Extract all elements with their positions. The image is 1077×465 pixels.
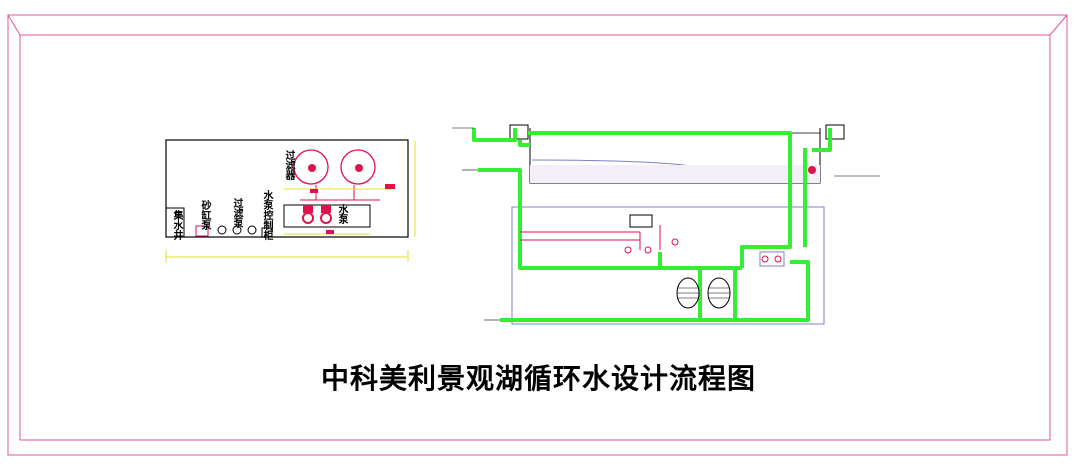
diagram-title: 中科美利景观湖循环水设计流程图 <box>320 362 756 395</box>
corner-tick-tr <box>1049 14 1068 36</box>
pump-1-body <box>303 205 313 213</box>
sand-filter-1 <box>676 277 700 309</box>
panel-box <box>261 227 273 238</box>
pump-room-section <box>511 206 825 325</box>
pump-1 <box>302 212 314 224</box>
valve-1 <box>624 246 632 254</box>
dim-tag-2 <box>310 189 318 193</box>
section-view <box>452 124 880 325</box>
pump-right-unit <box>759 251 785 267</box>
pump-right-a <box>761 255 769 263</box>
label-pump-c: 水泵 <box>336 204 347 224</box>
filter-tank-2-core <box>355 164 363 172</box>
pipe-loop-top <box>518 140 530 147</box>
valve-3 <box>671 238 679 246</box>
valve-red <box>808 166 816 174</box>
dim-tag-3 <box>326 230 334 234</box>
lake-gravel <box>530 165 820 183</box>
filter-tank-1 <box>293 149 329 185</box>
corner-tick-tl <box>7 14 21 36</box>
pump-right-b <box>774 255 782 263</box>
small-pump-b <box>232 225 242 235</box>
pipe-bottom <box>500 260 810 322</box>
label-control: 水泵控制柜 <box>261 190 272 240</box>
pipe-lake-top <box>528 131 792 268</box>
pump-room-plan <box>165 139 416 262</box>
valve-2 <box>644 246 652 254</box>
small-pump-c <box>247 225 257 235</box>
filter-tank-2 <box>340 149 376 185</box>
sand-filter-2 <box>707 277 731 309</box>
filter-tank-1-core <box>308 164 316 172</box>
label-pump-a: 砂缸泵 <box>199 200 210 230</box>
label-sump: 集水井 <box>171 210 182 240</box>
label-pump-b: 过滤泵 <box>231 198 242 228</box>
small-pump-a <box>217 225 227 235</box>
pump-2 <box>320 212 332 224</box>
control-unit <box>629 214 653 228</box>
red-pipe-3 <box>639 225 661 250</box>
inner-frame <box>19 34 1051 441</box>
pump-2-body <box>321 205 331 213</box>
pipe-filter-loop <box>698 268 737 320</box>
outer-frame <box>7 14 1068 456</box>
pump-room-outline <box>165 139 409 238</box>
well-right <box>825 124 845 140</box>
dim-tag-1 <box>385 184 395 189</box>
pipe-feed-left <box>478 168 742 270</box>
well-left <box>509 124 529 140</box>
label-filter: 过滤器 <box>283 150 294 180</box>
sump-pit <box>165 207 185 238</box>
control-box <box>195 225 209 237</box>
pipe-inlet-left <box>472 128 517 142</box>
pipe-right-inlet <box>812 128 832 152</box>
